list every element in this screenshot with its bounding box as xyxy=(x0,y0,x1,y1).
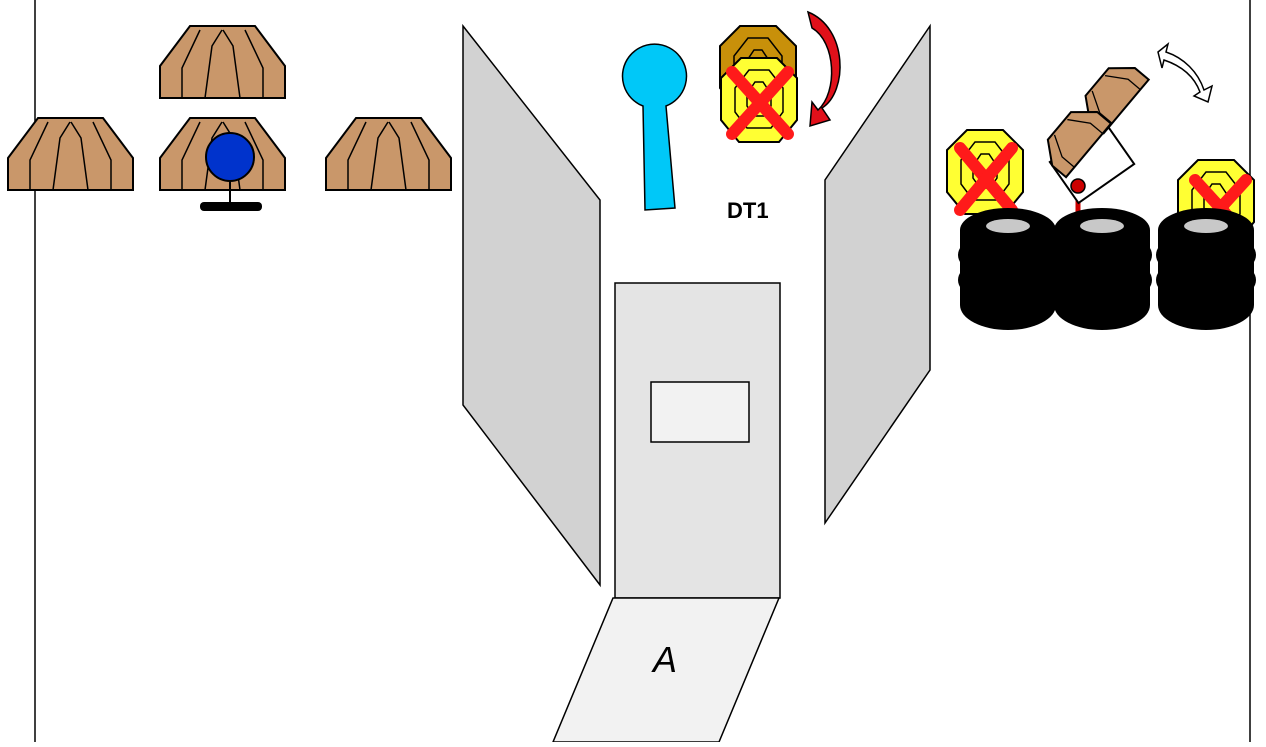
barricade-icon xyxy=(159,25,286,99)
swing-arrow-icon xyxy=(1157,42,1214,104)
no-shoot-target-left xyxy=(946,129,1024,216)
tire-stack-icon xyxy=(1156,208,1256,330)
shooting-port xyxy=(650,381,750,443)
right-wall xyxy=(824,23,931,526)
barricade-icon xyxy=(7,117,134,191)
tire-stack-icon xyxy=(958,208,1058,330)
tire-stack-icon xyxy=(1052,208,1152,330)
start-area-label: A xyxy=(651,639,677,680)
no-shoot-icon xyxy=(726,66,794,140)
barricade-icon xyxy=(325,117,452,191)
swinging-target xyxy=(1046,67,1151,225)
ball-target-icon xyxy=(200,132,262,211)
moving-target-dt1 xyxy=(719,25,798,143)
rotate-arrow-icon xyxy=(806,10,841,128)
popper-icon xyxy=(621,43,688,211)
left-wall xyxy=(462,23,601,588)
target-label-dt1: DT1 xyxy=(727,198,769,223)
